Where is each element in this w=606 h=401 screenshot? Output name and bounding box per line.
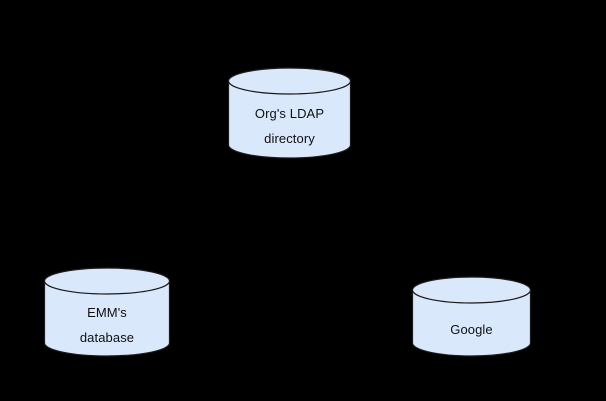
- emm-database-node-top-ellipse: [43, 267, 171, 295]
- google-node[interactable]: Google: [411, 276, 532, 357]
- ldap-directory-node-top-ellipse: [227, 67, 352, 95]
- google-node-top-ellipse: [411, 276, 532, 304]
- google-cylinder-shape: [411, 276, 532, 357]
- ldap-directory-cylinder-shape: [227, 67, 352, 159]
- emm-database-cylinder-shape: [43, 267, 171, 357]
